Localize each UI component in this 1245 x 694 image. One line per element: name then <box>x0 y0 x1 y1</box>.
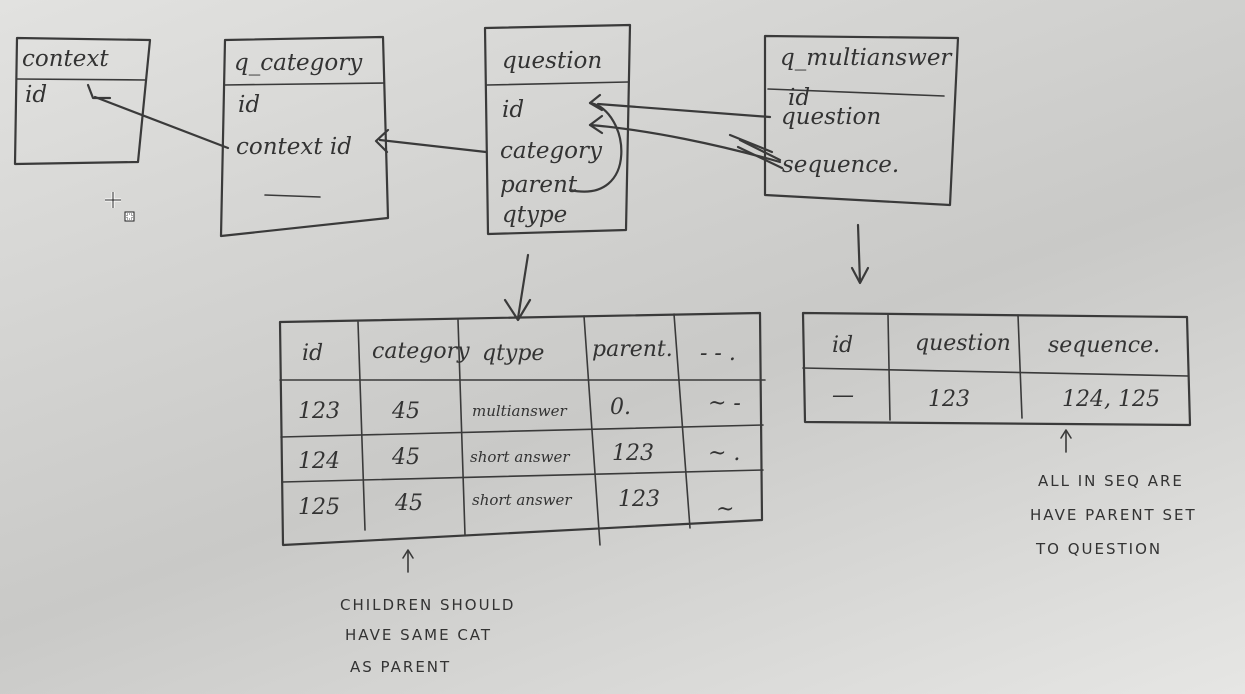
entity-q-category-title: q_category <box>234 50 363 76</box>
multianswer-table-row-1-sequence: 124, 125 <box>1062 387 1160 412</box>
sequence-note: ALL IN SEQ ARE HAVE PARENT SET TO QUESTI… <box>1030 429 1197 558</box>
question-table-row-3-id: 125 <box>298 495 340 520</box>
question-table-row-1-id: 123 <box>298 399 340 424</box>
question-table-row-3-parent: 123 <box>618 487 660 512</box>
entity-question: question id category parent qtype <box>483 23 632 236</box>
entity-q-category-field-context-id: context id <box>236 134 352 160</box>
entity-q-multianswer-field-question: question <box>781 104 881 130</box>
children-note: CHILDREN SHOULD HAVE SAME CAT AS PARENT <box>340 549 515 676</box>
multianswer-table-row-1-id: — <box>832 383 854 408</box>
question-table-row-1-parent: 0. <box>610 395 631 420</box>
question-table-row-3-category: 45 <box>394 491 423 516</box>
entity-question-field-qtype: qtype <box>502 202 567 228</box>
sequence-note-line-2: HAVE PARENT SET <box>1030 506 1197 524</box>
question-table-row-2-parent: 123 <box>612 441 654 466</box>
question-table-row-1-category: 45 <box>391 399 420 424</box>
entity-context: context id <box>13 36 152 166</box>
entity-question-field-id: id <box>502 97 524 123</box>
multianswer-table-header-id: id <box>832 333 853 358</box>
entity-q-multianswer-title: q_multianswer <box>780 45 953 71</box>
sequence-note-line-3: TO QUESTION <box>1035 540 1162 558</box>
entity-q-category: q_category id context id <box>219 35 390 238</box>
entity-question-field-parent: parent <box>500 172 578 198</box>
entity-question-title: question <box>502 48 602 74</box>
question-table: id category qtype parent. - - . 123 45 m… <box>278 311 766 547</box>
children-note-line-2: HAVE SAME CAT <box>345 626 492 644</box>
crosshair-cursor-icon <box>105 192 135 222</box>
question-table-row-1-more: ~ - <box>708 391 741 416</box>
question-table-row-1-qtype: multianswer <box>472 402 568 420</box>
question-table-header-parent: parent. <box>592 337 673 362</box>
relationship-arrows <box>86 83 870 322</box>
sequence-note-line-1: ALL IN SEQ ARE <box>1038 472 1184 490</box>
question-table-header-qtype: qtype <box>482 341 544 366</box>
children-note-line-1: CHILDREN SHOULD <box>340 596 515 614</box>
question-table-row-2-more: ~ . <box>708 441 740 466</box>
question-table-header-category: category <box>372 339 470 364</box>
question-table-row-2-qtype: short answer <box>470 448 570 466</box>
question-table-row-2-category: 45 <box>391 445 420 470</box>
question-table-row-3-qtype: short answer <box>472 491 572 509</box>
entity-q-multianswer-field-id: id <box>788 85 810 111</box>
question-table-row-3-more: ~ <box>716 497 734 522</box>
entity-q-multianswer-field-sequence: sequence. <box>782 152 899 178</box>
multianswer-table: id question sequence. — 123 124, 125 <box>801 311 1192 427</box>
entity-context-title: context <box>22 46 109 72</box>
question-table-header-more: - - . <box>700 341 736 366</box>
entity-q-multianswer: q_multianswer id question sequence. <box>763 34 960 207</box>
question-table-row-2-id: 124 <box>298 449 340 474</box>
entity-context-field: id <box>25 82 47 108</box>
multianswer-table-header-sequence: sequence. <box>1048 333 1160 358</box>
multianswer-table-header-question: question <box>915 331 1011 356</box>
children-note-line-3: AS PARENT <box>350 658 451 676</box>
question-table-header-id: id <box>302 341 323 366</box>
entity-question-field-category: category <box>500 138 603 164</box>
entity-q-category-field-id: id <box>238 92 260 118</box>
multianswer-table-row-1-question: 123 <box>928 387 970 412</box>
